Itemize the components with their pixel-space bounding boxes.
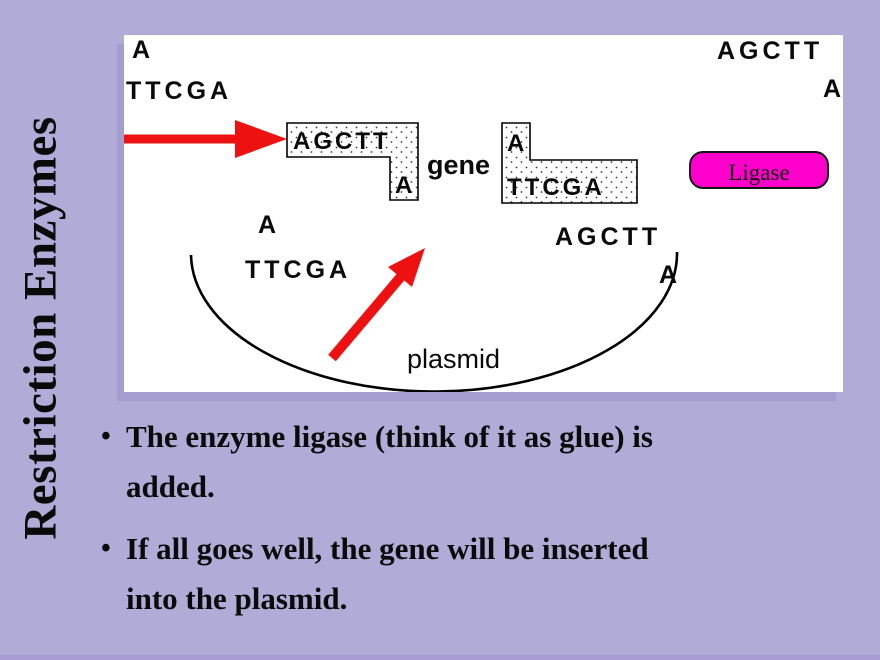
ligase-button-label: Ligase	[728, 160, 789, 185]
gene-fragment-right-box	[501, 122, 638, 204]
bullet-line: into the plasmid.	[126, 581, 348, 616]
top-right-sequence: AGCTT	[717, 37, 823, 65]
gene-fragment-right-overhang: A	[507, 130, 527, 157]
red-arrow-horizontal-icon	[124, 120, 287, 158]
plasmid-right-overhang: A	[659, 261, 681, 289]
bullet-dot-icon: •	[101, 421, 111, 452]
red-arrow-diagonal-icon	[328, 248, 425, 362]
gene-label: gene	[427, 150, 490, 180]
slide-title: Restriction Enzymes	[2, 80, 80, 576]
top-right-overhang: A	[823, 75, 843, 103]
diagram-panel: A TTCGA AGCTT A gene A TTCGA AGCTT A Lig…	[124, 35, 843, 392]
bullet-ligase-added: • The enzyme ligase (think of it as glue…	[96, 412, 846, 512]
plasmid-left-sequence: TTCGA	[245, 256, 351, 284]
ligase-button[interactable]: Ligase	[689, 151, 829, 189]
bullet-line: added.	[126, 469, 215, 504]
gene-fragment-left-sequence: AGCTT	[293, 128, 391, 155]
slide-title-text: Restriction Enzymes	[15, 116, 67, 540]
plasmid-left-overhang: A	[258, 211, 280, 239]
bullet-dot-icon: •	[101, 533, 111, 564]
plasmid-circle	[189, 251, 679, 392]
gene-fragment-right-sequence: TTCGA	[507, 174, 605, 201]
plasmid-right-sequence: AGCTT	[555, 223, 661, 251]
bottom-edge-strip	[0, 655, 880, 660]
bullet-list: • The enzyme ligase (think of it as glue…	[96, 412, 846, 636]
top-left-sequence: TTCGA	[126, 77, 232, 105]
restriction-enzyme-diagram: A TTCGA AGCTT A gene A TTCGA AGCTT A Lig…	[124, 36, 843, 392]
top-left-overhang: A	[132, 36, 154, 64]
bullet-line: The enzyme ligase (think of it as glue) …	[126, 419, 653, 454]
bullet-line: If all goes well, the gene will be inser…	[126, 531, 649, 566]
plasmid-label: plasmid	[407, 344, 500, 374]
bullet-gene-inserted: • If all goes well, the gene will be ins…	[96, 524, 846, 624]
gene-fragment-left-overhang: A	[395, 172, 415, 199]
gene-fragment-left-box	[286, 122, 419, 201]
